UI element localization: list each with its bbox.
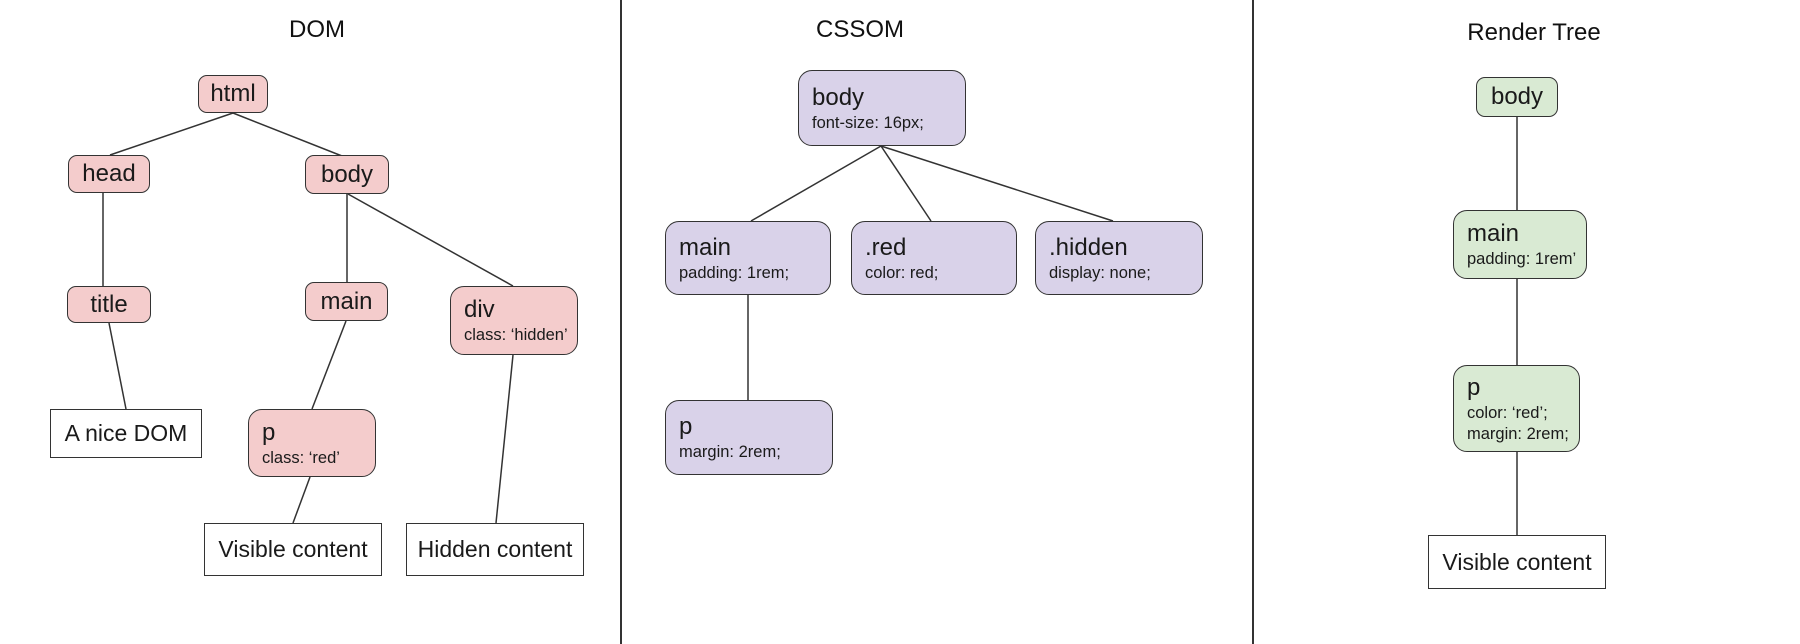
cssom-node-p: p margin: 2rem; — [665, 400, 833, 475]
render-node-p-rule-color: color: ‘red’; — [1467, 403, 1548, 422]
dom-node-body-label: body — [320, 160, 374, 188]
cssom-node-red-rule: color: red; — [865, 263, 939, 282]
edge-p-visible — [292, 476, 311, 524]
dom-node-div-label: div — [464, 296, 495, 323]
render-node-body: body — [1476, 77, 1558, 117]
dom-node-head: head — [68, 155, 150, 193]
cssom-node-main: main padding: 1rem; — [665, 221, 831, 295]
render-node-body-label: body — [1490, 83, 1544, 110]
edge-main-p — [311, 320, 347, 410]
dom-node-p-class: class: ‘red’ — [262, 448, 340, 467]
dom-node-title-label: title — [90, 290, 128, 318]
dom-node-head-label: head — [82, 160, 136, 187]
render-node-p: p color: ‘red’; margin: 2rem; — [1453, 365, 1580, 452]
dom-leaf-visible-content: Visible content — [204, 523, 382, 576]
render-node-main: main padding: 1rem’ — [1453, 210, 1587, 279]
dom-node-html-label: html — [210, 80, 256, 107]
dom-node-main-label: main — [320, 287, 373, 315]
cssom-node-body: body font-size: 16px; — [798, 70, 966, 146]
edge-title-anicedom — [108, 322, 127, 410]
dom-panel-title: DOM — [289, 16, 345, 43]
cssom-node-hidden: .hidden display: none; — [1035, 221, 1203, 295]
edge-body-div — [347, 193, 514, 287]
dom-node-body: body — [305, 155, 389, 194]
cssom-node-p-label: p — [679, 413, 693, 440]
cssom-node-p-rule: margin: 2rem; — [679, 443, 781, 461]
dom-node-html: html — [198, 75, 268, 113]
panel-divider-right — [1252, 0, 1254, 644]
edge-html-head — [109, 112, 234, 156]
edge-cssom-body-main — [750, 145, 882, 222]
cssom-node-red-label: .red — [865, 233, 907, 261]
cssom-panel-title: CSSOM — [815, 16, 905, 43]
render-leaf-visible-content: Visible content — [1428, 535, 1606, 589]
render-node-p-rule-margin: margin: 2rem; — [1467, 424, 1569, 443]
edge-div-hidden — [495, 354, 514, 524]
edge-cssom-body-red — [880, 145, 932, 222]
dom-node-p: p class: ‘red’ — [248, 409, 376, 477]
cssom-node-red: .red color: red; — [851, 221, 1017, 295]
dom-node-main: main — [305, 282, 388, 321]
dom-node-div: div class: ‘hidden’ — [450, 286, 578, 355]
cssom-node-body-label: body — [812, 83, 865, 111]
dom-node-p-label: p — [262, 418, 276, 446]
panel-divider-left — [620, 0, 622, 644]
render-node-p-label: p — [1467, 373, 1481, 401]
cssom-node-hidden-rule: display: none; — [1049, 263, 1151, 282]
dom-node-div-class: class: ‘hidden’ — [464, 326, 568, 344]
render-tree-panel-title: Render Tree — [1467, 19, 1601, 46]
dom-leaf-a-nice-dom: A nice DOM — [50, 409, 202, 458]
render-node-main-rule: padding: 1rem’ — [1467, 250, 1577, 268]
cssom-node-hidden-label: .hidden — [1049, 233, 1128, 261]
cssom-node-main-rule: padding: 1rem; — [679, 263, 790, 282]
cssom-node-main-label: main — [679, 233, 732, 261]
edge-html-body — [232, 112, 343, 157]
cssom-node-body-rule: font-size: 16px; — [812, 113, 924, 132]
render-node-main-label: main — [1467, 220, 1520, 247]
dom-leaf-hidden-content: Hidden content — [406, 523, 584, 576]
dom-node-title: title — [67, 286, 151, 323]
edge-cssom-body-hidden — [880, 145, 1114, 222]
